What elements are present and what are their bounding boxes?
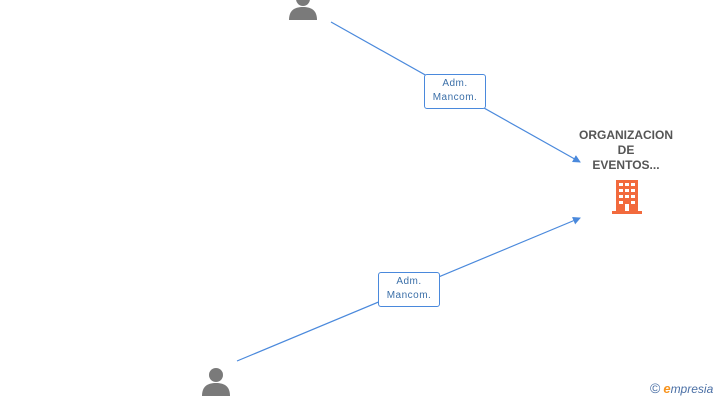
brand-name: mpresia: [670, 382, 714, 396]
person-node-top[interactable]: [288, 0, 318, 20]
edge-label-role: Adm.: [396, 276, 422, 287]
edge-label-role-detail: Mancom.: [386, 290, 432, 301]
company-name-line-2: DE: [617, 143, 635, 157]
building-icon: [612, 180, 642, 214]
copyright-symbol: ©: [650, 380, 661, 396]
edge-label-bottom[interactable]: Adm. Mancom.: [378, 272, 440, 307]
edge-label-top[interactable]: Adm. Mancom.: [424, 74, 486, 109]
edge-label-role-detail: Mancom.: [432, 92, 478, 103]
company-name-line-1: ORGANIZACION: [579, 128, 673, 142]
brand-initial: e: [663, 381, 671, 396]
person-icon: [202, 368, 230, 396]
company-name[interactable]: ORGANIZACION DE EVENTOS...: [566, 128, 686, 173]
edge-label-role: Adm.: [442, 78, 468, 89]
company-node[interactable]: [611, 180, 643, 214]
person-icon: [289, 0, 317, 20]
company-name-line-3: EVENTOS...: [592, 158, 660, 172]
person-node-bottom[interactable]: [201, 366, 231, 396]
empresia-watermark: ©empresia: [650, 380, 713, 398]
